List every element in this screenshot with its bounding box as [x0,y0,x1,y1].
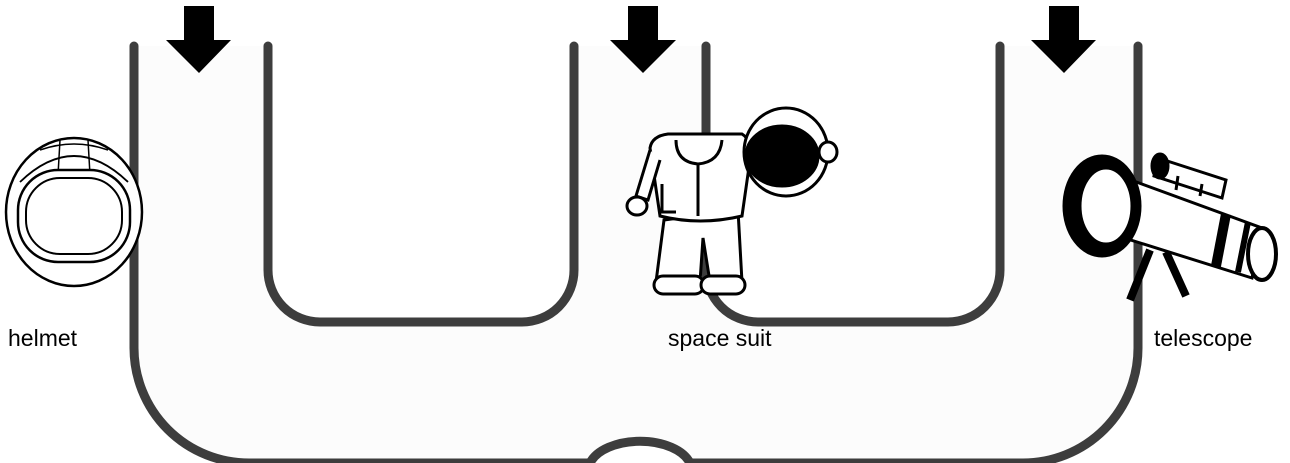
item-label-helmet: helmet [8,325,77,352]
item-label-telescope: telescope [1154,325,1252,352]
track-divider-left [268,46,574,322]
helmet-icon [6,138,142,286]
item-label-space-suit: space suit [668,325,772,352]
track-fill [134,46,1138,463]
track-bottom-bump [590,441,690,463]
track-divider-right [706,46,1000,322]
space-suit-icon [627,108,837,294]
